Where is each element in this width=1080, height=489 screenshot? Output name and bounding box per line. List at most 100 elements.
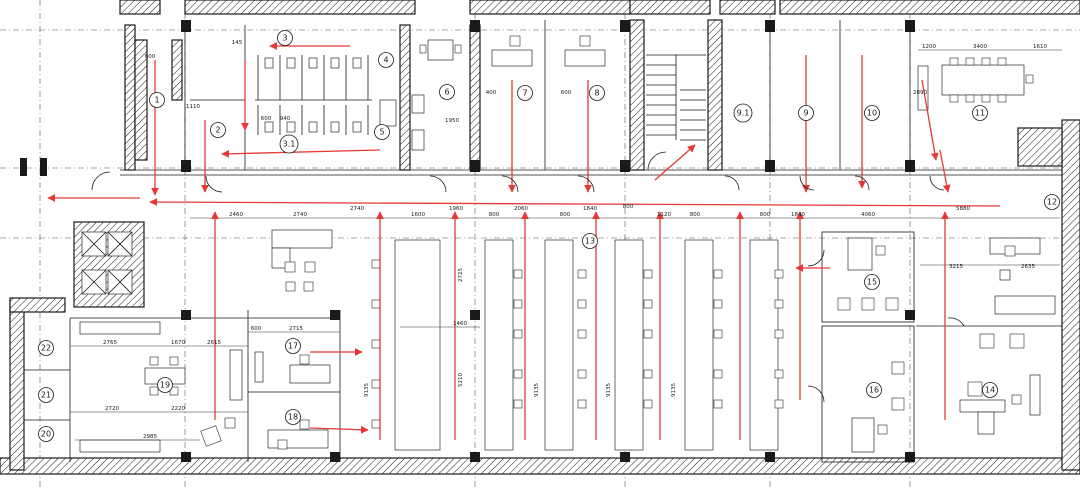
room-marker-7: 7 <box>517 85 533 101</box>
dim-label: 145 <box>232 40 243 46</box>
room-circle <box>285 409 301 425</box>
dim-label: 3400 <box>973 44 987 50</box>
dim-label: 1110 <box>186 104 200 110</box>
dim-label: 2720 <box>105 406 119 412</box>
dim-label: 1610 <box>1033 44 1047 50</box>
room-circle <box>277 30 293 46</box>
route-arrow <box>221 149 381 158</box>
route-arrow <box>654 144 696 181</box>
room-circle <box>733 103 753 123</box>
elevator-shafts <box>81 231 133 295</box>
route-arrow <box>921 79 939 161</box>
room-marker-18: 18 <box>285 409 301 425</box>
room-marker-22: 22 <box>38 340 54 356</box>
dim-label: 2765 <box>103 340 117 346</box>
dim-label: 1960 <box>449 206 463 212</box>
dim-label: 2985 <box>143 434 157 440</box>
doors <box>91 151 965 403</box>
room-circle <box>982 382 998 398</box>
room-number: 18 <box>288 413 298 422</box>
room-circle <box>378 52 394 68</box>
room-circle <box>1044 194 1060 210</box>
room-circle <box>157 377 173 393</box>
room-marker-13: 13 <box>582 233 598 249</box>
dim-label: 2615 <box>207 340 221 346</box>
outer-walls <box>0 0 1080 475</box>
dim-label: 2725 <box>458 268 464 282</box>
room-marker-19: 19 <box>157 377 173 393</box>
room-number: 17 <box>288 342 298 351</box>
staircase <box>646 54 706 141</box>
room-circle <box>589 85 605 101</box>
route-arrow <box>939 149 951 193</box>
room-number: 12 <box>1047 198 1057 207</box>
dim-label: 9135 <box>534 383 540 397</box>
dim-label: 800 <box>489 212 500 218</box>
dim-label: 5210 <box>458 373 464 387</box>
room-marker-21: 21 <box>38 387 54 403</box>
room-circle <box>38 340 54 356</box>
room-marker-1: 1 <box>149 92 165 108</box>
room-circle <box>149 92 165 108</box>
room-number: 4 <box>383 56 388 65</box>
dim-label: 2740 <box>293 212 307 218</box>
room-marker-9: 9 <box>798 105 814 121</box>
room-circle <box>864 274 880 290</box>
dim-label: 800 <box>560 212 571 218</box>
room-number: 21 <box>41 391 51 400</box>
room-number: 19 <box>160 381 170 390</box>
dim-label: 600 <box>251 326 262 332</box>
dim-label: 600 <box>561 90 572 96</box>
dim-label: 9135 <box>606 383 612 397</box>
room-marker-14: 14 <box>982 382 998 398</box>
room-circle <box>439 84 455 100</box>
room-marker-9-1: 9.1 <box>733 103 753 123</box>
room-circle <box>38 387 54 403</box>
room-marker-8: 8 <box>589 85 605 101</box>
room-marker-20: 20 <box>38 426 54 442</box>
dim-label: 1840 <box>583 206 597 212</box>
dim-label: 5880 <box>956 206 970 212</box>
room-circle <box>798 105 814 121</box>
dim-label: 2635 <box>1021 264 1035 270</box>
room-number: 2 <box>215 126 220 135</box>
route-arrow <box>149 198 1001 207</box>
room-number: 14 <box>985 386 995 395</box>
room-circle <box>864 105 880 121</box>
furniture <box>79 35 1056 453</box>
room-marker-11: 11 <box>972 105 988 121</box>
room-marker-4: 4 <box>378 52 394 68</box>
dim-label: 1200 <box>922 44 936 50</box>
room-number: 10 <box>867 109 877 118</box>
room-marker-15: 15 <box>864 274 880 290</box>
dim-label: 2715 <box>289 326 303 332</box>
dim-label: 9135 <box>671 383 677 397</box>
dim-label: 940 <box>280 116 291 122</box>
room-circle <box>285 338 301 354</box>
dim-label: 800 <box>623 204 634 210</box>
dim-label: 600 <box>261 116 272 122</box>
room-number: 15 <box>867 278 877 287</box>
room-marker-3-1: 3.1 <box>279 134 299 154</box>
dim-label: 2060 <box>514 206 528 212</box>
columns <box>20 20 915 462</box>
dim-label: 9135 <box>364 383 370 397</box>
room-number: 9 <box>803 109 808 118</box>
room-marker-6: 6 <box>439 84 455 100</box>
dim-label: 2740 <box>350 206 364 212</box>
room-marker-10: 10 <box>864 105 880 121</box>
dim-label: 400 <box>486 90 497 96</box>
storage-shelf <box>171 39 183 101</box>
dim-label: 3215 <box>949 264 963 270</box>
storage-shelf <box>134 39 148 161</box>
dim-label: 1120 <box>657 212 671 218</box>
room-number: 20 <box>41 430 51 439</box>
room-circle <box>210 122 226 138</box>
dimension-labels: 600 1110 145 1200 3400 1610 2460 2740 27… <box>103 40 1047 440</box>
dim-label: 1840 <box>791 212 805 218</box>
dim-label: 2460 <box>229 212 243 218</box>
room-number: 9.1 <box>737 109 750 118</box>
dim-label: 600 <box>145 54 156 60</box>
room-circle <box>972 105 988 121</box>
